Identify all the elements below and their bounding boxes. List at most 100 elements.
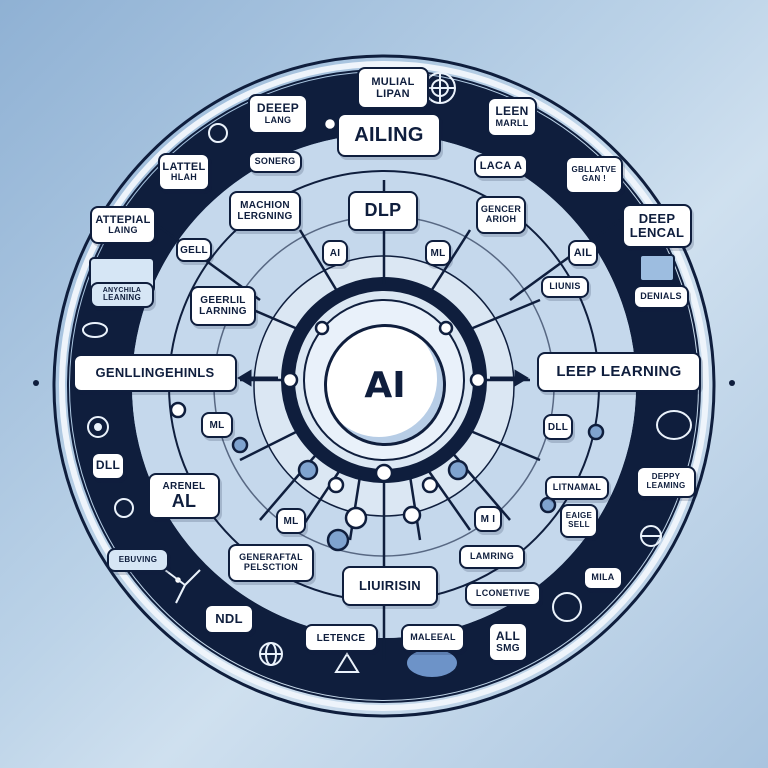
node-text: AI [329,247,341,259]
node-litnamal[interactable]: LITNAMAL [545,476,609,500]
node-text: LANG [264,114,292,125]
node-text: ATTEPIAL [95,214,151,226]
node-anychila-leaning[interactable]: ANYCHILA LEANING [90,282,154,308]
node-ml-left[interactable]: ML [201,412,233,438]
node-mulial-lipan[interactable]: MULIAL LIPAN [357,67,429,109]
node-text: LARNING [199,306,247,317]
node-arenel-al[interactable]: ARENEL AL [148,473,220,519]
node-text: DLL [547,421,569,433]
node-text: PELSCTION [243,562,299,572]
node-text: ML [283,515,299,527]
node-text: LAMRING [469,551,515,562]
center-label: AI [364,364,406,406]
node-gencer-arioh[interactable]: GENCER ARIOH [476,196,526,234]
node-attepial-laing[interactable]: ATTEPIAL LAING [90,206,156,244]
node-text: LCONETIVE [475,588,531,599]
node-text: MILA [591,572,615,583]
node-laca-a[interactable]: LACA A [474,154,528,178]
node-text: MALEEAL [410,632,456,643]
node-text: ML [430,247,446,259]
node-ebuving[interactable]: EBUVING [107,548,169,572]
node-text: LEANING [102,293,142,303]
node-text: ALL [495,628,521,643]
node-text: SMG [496,643,520,655]
node-all-smg[interactable]: ALL SMG [488,622,528,662]
node-ml-top[interactable]: ML [425,240,451,266]
node-text: MULIAL [371,75,415,88]
node-text: LEAMING [646,481,686,490]
node-liunis[interactable]: LIUNIS [541,276,589,298]
node-ndl[interactable]: NDL [204,604,254,634]
node-text: ML [209,419,225,431]
node-text: DEEP [638,210,676,226]
node-text: GELL [180,244,208,256]
node-ml-bottom[interactable]: ML [276,508,306,534]
node-text: LAING [108,225,138,236]
node-sonerg[interactable]: SONERG [248,151,302,173]
node-text: AL [171,490,197,511]
node-text: SELL [568,520,590,529]
node-text: SONERG [254,156,296,167]
node-text: DLL [95,458,121,473]
node-text: M I [480,513,496,525]
node-text: ARENEL [162,480,206,492]
target-icon [87,416,109,438]
node-text: DENIALS [640,291,682,302]
node-text: LACA A [479,159,523,172]
node-lattel-hlah[interactable]: LATTEL HLAH [158,153,210,191]
node-text: GEERLIL [200,295,246,306]
node-text: DLP [364,200,402,221]
node-mi[interactable]: M I [474,506,502,532]
node-text: LEEN [495,104,529,119]
node-mila[interactable]: MILA [583,566,623,590]
node-maleeal[interactable]: MALEEAL [401,624,465,652]
node-denials[interactable]: DENIALS [633,285,689,309]
node-eaige-sell[interactable]: EAIGE SELL [560,504,598,538]
node-gell[interactable]: GELL [176,238,212,262]
node-text: GENCER [480,204,522,215]
node-text: HLAH [170,172,198,183]
node-ailing[interactable]: AILING [337,113,441,157]
node-text: DEPPY [651,472,681,482]
node-geerlil-larning[interactable]: GEERLIL LARNING [190,286,256,326]
node-text: DEEEP [256,101,300,116]
node-machion-lergning[interactable]: MACHION LERGNING [229,191,301,231]
node-genllingehinls[interactable]: GENLLINGEHINLS [73,354,237,392]
node-text: LERGNING [237,211,293,222]
node-text: LIPAN [376,88,410,100]
node-text: MACHION [240,200,290,211]
node-text: LITNAMAL [552,482,602,493]
node-text: AILING [354,124,424,146]
node-deeep-lang[interactable]: DEEEP LANG [248,94,308,134]
node-ail[interactable]: AIL [568,240,598,266]
node-text: GAN ! [581,174,607,183]
node-text: GENLLINGEHINLS [95,364,215,380]
node-generaftal-pelsction[interactable]: GENERAFTAL PELSCTION [228,544,314,582]
node-dll-right[interactable]: DLL [543,414,573,440]
node-dll-left[interactable]: DLL [91,452,125,480]
node-text: GBLLATVE [571,165,617,175]
node-gbllatve-gan[interactable]: GBLLATVE GAN ! [565,156,623,194]
node-liuirisin[interactable]: LIUIRISIN [342,566,438,606]
node-text: AIL [573,246,593,259]
node-deep-lencal[interactable]: DEEP LENCAL [622,204,692,248]
node-lamring[interactable]: LAMRING [459,545,525,569]
node-text: LEEP LEARNING [556,362,682,380]
node-dlp[interactable]: DLP [348,191,418,231]
node-text: LIUNIS [549,281,581,292]
node-text: EAIGE [565,511,593,521]
center-ai-hub[interactable]: AI [324,324,446,446]
node-text: ANYCHILA [102,286,142,294]
node-deppy-leaming[interactable]: DEPPY LEAMING [636,466,696,498]
node-leep-learning[interactable]: LEEP LEARNING [537,352,701,392]
node-text: LETENCE [316,632,366,644]
node-ai-small[interactable]: AI [322,240,348,266]
node-text: LIUIRISIN [359,577,421,593]
node-text: LATTEL [162,161,206,173]
node-letence[interactable]: LETENCE [304,624,378,652]
node-leen-marll[interactable]: LEEN MARLL [487,97,537,137]
node-text: LENCAL [629,225,685,240]
node-text: EBUVING [118,554,158,564]
node-lconetive[interactable]: LCONETIVE [465,582,541,606]
